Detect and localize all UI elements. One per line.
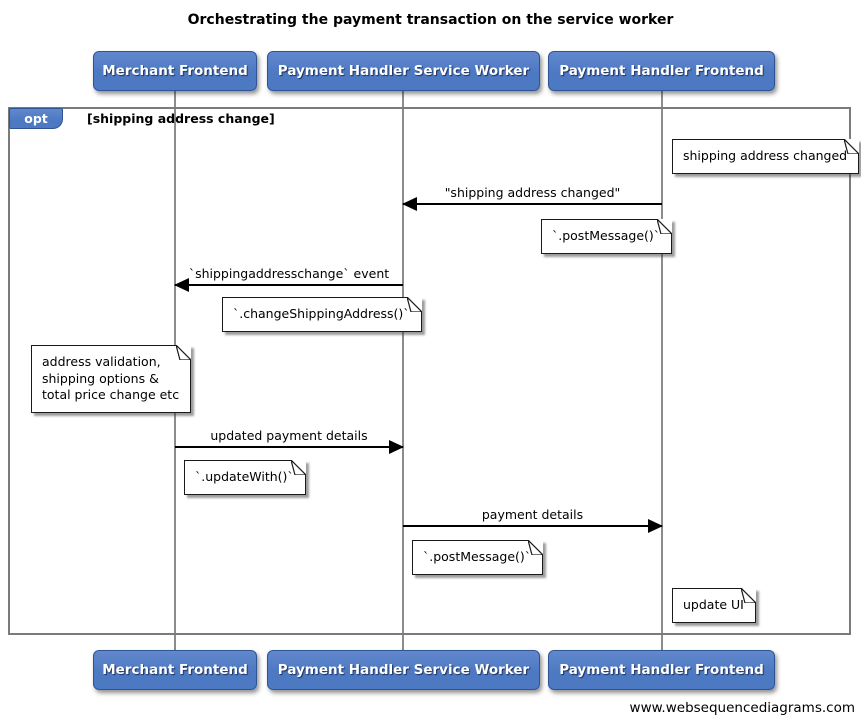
actor-label: Merchant Frontend [102,63,248,79]
message-label: `shippingaddresschange` event [188,266,390,281]
actor-label: Payment Handler Frontend [559,662,764,678]
message-line [403,203,662,205]
note-postmessage-1: `.postMessage()` [541,219,673,254]
note-dogear-icon [176,345,192,360]
note-dogear-icon [740,588,756,603]
message-label: updated payment details [210,428,368,443]
actor-label: Merchant Frontend [102,662,248,678]
note-text-line: address validation, [42,354,161,369]
note-text-line: shipping options & [42,370,159,386]
note-text: update UI [683,597,744,612]
note-text-line: total price change etc [42,387,180,402]
opt-frame: opt [shipping address change] [8,107,851,635]
actor-box-payment-handler-frontend-top: Payment Handler Frontend [548,51,775,91]
message-shippingaddresschange-event: `shippingaddresschange` event [174,266,403,292]
message-line [403,525,662,527]
actor-box-payment-handler-frontend-bottom: Payment Handler Frontend [548,650,775,690]
note-postmessage-2: `.postMessage()` [412,540,544,575]
note-dogear-icon [657,219,673,234]
note-text: `.postMessage()` [552,228,661,243]
note-update-ui: update UI [672,588,756,623]
message-line [175,446,403,448]
note-dogear-icon [290,460,306,475]
lifeline-payment-handler-service-worker [402,91,404,651]
message-updated-payment-details: updated payment details [175,428,404,454]
note-text: `.updateWith()` [195,469,294,484]
arrowhead-left-icon [402,197,417,211]
diagram-title: Orchestrating the payment transaction on… [187,12,674,28]
opt-frame-operator-label: opt [24,111,48,126]
message-label: "shipping address changed" [444,185,621,200]
arrowhead-left-icon [174,278,189,292]
actor-box-payment-handler-service-worker-bottom: Payment Handler Service Worker [267,650,540,690]
note-shipping-address-changed: shipping address changed [672,139,860,174]
opt-frame-operator-tab: opt [9,108,63,129]
note-updatewith: `.updateWith()` [184,460,306,495]
arrowhead-right-icon [389,440,404,454]
note-text: `.changeShippingAddress()` [233,306,410,321]
note-changeshippingaddress: `.changeShippingAddress()` [222,297,422,332]
note-dogear-icon [844,139,860,154]
message-payment-details: payment details [403,507,663,533]
actor-box-merchant-frontend-top: Merchant Frontend [93,51,257,91]
note-dogear-icon [528,540,544,555]
note-text: `.postMessage()` [423,549,532,564]
message-label: payment details [481,507,584,522]
message-shipping-address-changed: "shipping address changed" [402,185,662,211]
note-address-validation: address validation, shipping options & t… [31,345,192,413]
message-line [175,284,403,286]
actor-label: Payment Handler Service Worker [277,662,530,678]
actor-label: Payment Handler Frontend [559,63,764,79]
note-text: shipping address changed [683,148,848,163]
actor-box-merchant-frontend-bottom: Merchant Frontend [93,650,257,690]
lifeline-payment-handler-frontend [661,91,663,651]
actor-box-payment-handler-service-worker-top: Payment Handler Service Worker [267,51,540,91]
watermark-websequencediagrams: www.websequencediagrams.com [629,700,855,716]
actor-label: Payment Handler Service Worker [277,63,530,79]
arrowhead-right-icon [648,519,663,533]
opt-frame-guard: [shipping address change] [87,111,275,126]
note-dogear-icon [406,297,422,312]
